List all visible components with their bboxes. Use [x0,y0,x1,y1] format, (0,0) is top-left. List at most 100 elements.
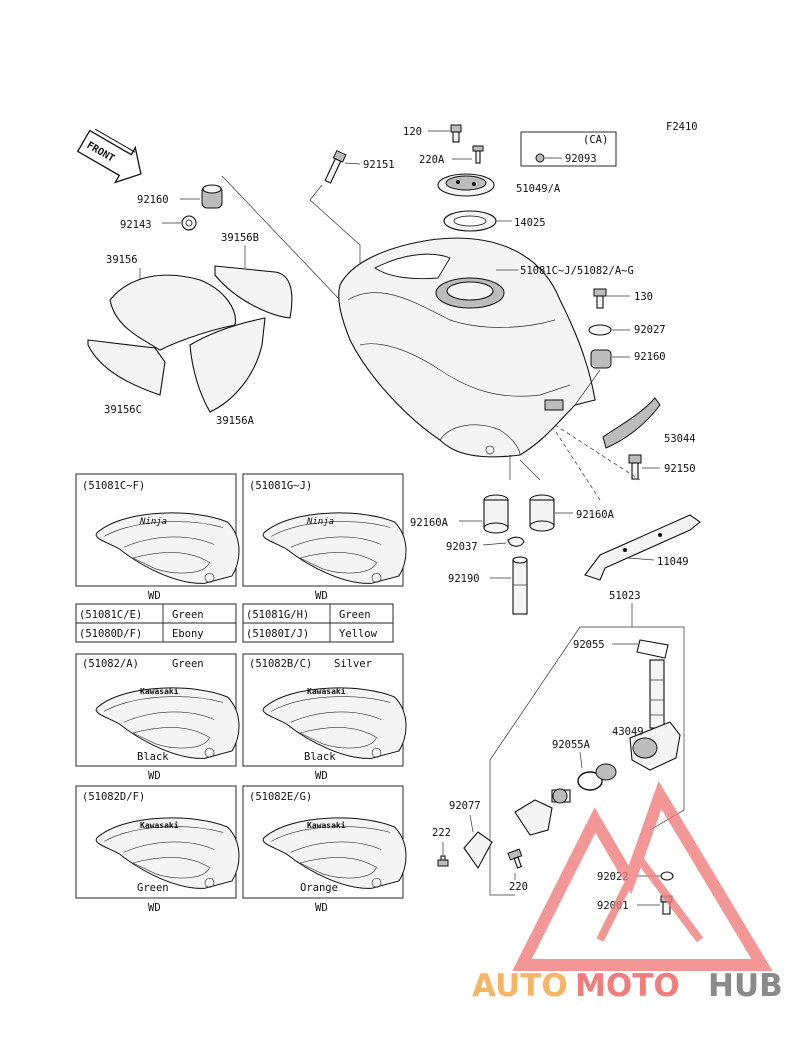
callout-51049a: 51049/A [516,183,561,195]
callout-92055: 92055 [573,639,605,651]
gasket-ring-icon [443,210,497,232]
fuel-cock-body-43049 [629,721,681,771]
callout-11049: 11049 [657,556,689,568]
variant-code: (51082/A) [82,658,139,670]
color-table-0: (51081C/E) Green (51080D/F) Ebony [75,603,237,643]
callout-120: 120 [403,126,422,138]
callout-92093: 92093 [565,153,597,165]
tank-logo-text: Kawasaki [140,820,179,830]
callout-92160-right: 92160 [634,351,666,363]
fuel-cap-icon [437,173,495,197]
variant-code: (51081G~J) [249,480,312,492]
bolt-92151-icon [324,149,347,184]
bolt-120-icon [450,124,462,143]
table-code: (51081C/E) [79,609,142,621]
callout-92055a: 92055A [552,739,591,751]
table-code: (51080D/F) [79,628,142,640]
variant-box-1: (51081G~J) Ninja WD [242,473,407,602]
callout-92160a-right: 92160A [576,509,615,521]
table-color: Green [172,609,204,621]
callout-51023: 51023 [609,590,641,602]
bolt-92150-icon [628,454,642,480]
callout-39156c: 39156C [104,404,142,416]
watermark-hub: HUB [708,968,783,1004]
gasket-92055-icon [636,639,669,659]
callout-92143: 92143 [120,219,152,231]
callout-51081: 51081C~J/51082/A~G [520,265,634,277]
variant-color: Silver [334,658,372,670]
callout-39156: 39156 [106,254,138,266]
watermark-auto: AUTO [472,968,568,1004]
variant-tank-label: Green [137,882,169,894]
variant-tank-label: Black [137,751,169,763]
table-color: Green [339,609,371,621]
ca-grommet-icon [535,153,545,163]
fuel-tank [338,237,596,458]
callout-92027: 92027 [634,324,666,336]
hose-92190-icon [512,556,528,615]
washer-92027-icon [588,324,612,336]
callout-92150: 92150 [664,463,696,475]
callout-92151: 92151 [363,159,395,171]
clip-92037-icon [507,536,525,547]
lever-seat-icon [551,788,571,804]
grommet-92160-right-icon [590,349,612,369]
variant-footer: WD [315,590,328,602]
ca-box [520,131,617,167]
callout-92037: 92037 [446,541,478,553]
decal-39156b [214,265,293,319]
callout-92190: 92190 [448,573,480,585]
damper-92160a-left-icon [483,494,509,534]
table-color: Ebony [172,628,204,640]
callout-130: 130 [634,291,653,303]
decal-39156a [189,317,266,413]
tank-logo-text: Kawasaki [307,686,346,696]
lever-92077-icon [463,831,493,870]
variant-code: (51081C~F) [82,480,145,492]
tank-logo-text: Kawasaki [307,820,346,830]
variant-code: (51082D/F) [82,791,145,803]
valve-disc-icon [595,763,617,781]
seal-strip-53044 [602,397,661,449]
bolt-130-icon [593,288,607,309]
variant-footer: WD [315,902,328,914]
callout-92160-top: 92160 [137,194,169,206]
table-code: (51080I/J) [246,628,309,640]
callout-39156a: 39156A [216,415,255,427]
variant-footer: WD [315,770,328,782]
callout-92077: 92077 [449,800,481,812]
washer-92022-icon [660,871,674,881]
bracket-11049 [584,514,701,581]
callout-92160a-left: 92160A [410,517,449,529]
variant-tank-label: Orange [300,882,338,894]
callout-39156b: 39156B [221,232,259,244]
variant-box-2: (51082/A) Green Kawasaki Black WD [75,653,240,782]
callout-222: 222 [432,827,451,839]
screw-222-icon [437,855,449,867]
variant-footer: WD [148,770,161,782]
variant-box-0: (51081C~F) Ninja WD [75,473,240,602]
callout-14025: 14025 [514,217,546,229]
variant-color: Green [172,658,204,670]
front-arrow-icon: FRONT [76,128,142,184]
screw-220a-icon [472,145,484,164]
tank-logo-text: Kawasaki [140,686,179,696]
variant-tank-label: Black [304,751,336,763]
callout-53044: 53044 [664,433,696,445]
grommet-92160-icon [201,184,223,209]
variant-box-3: (51082B/C) Silver Kawasaki Black WD [242,653,407,782]
figure-code: F2410 [666,121,698,133]
watermark-moto: MOTO [575,968,680,1004]
watermark-logo-icon [512,780,773,971]
plate-icon [514,799,553,836]
variant-footer: WD [148,590,161,602]
variant-box-4: (51082D/F) Kawasaki Green WD [75,785,240,914]
decal-39156c [87,339,166,396]
tank-logo-text: Ninja [139,517,167,527]
callout-43049: 43049 [612,726,644,738]
callout-220a: 220A [419,154,445,166]
fuel-filter-icon [649,659,665,729]
table-code: (51081G/H) [246,609,309,621]
variant-code: (51082B/C) [249,658,312,670]
